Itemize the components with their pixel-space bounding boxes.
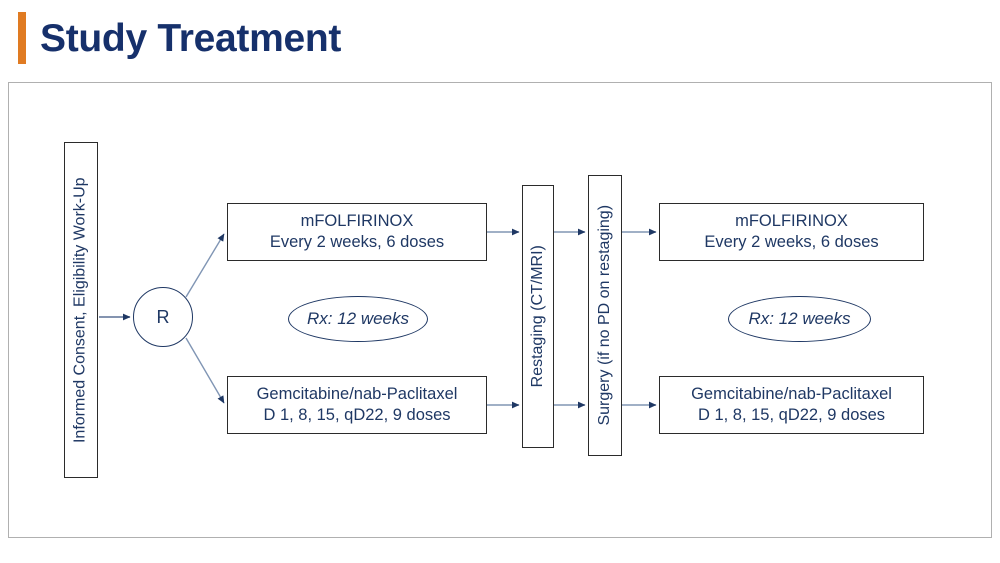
- page-title: Study Treatment: [40, 16, 342, 60]
- annotation-rx-duration-pre: Rx: 12 weeks: [288, 296, 428, 342]
- node-randomization-label: R: [156, 306, 170, 327]
- slide-title: Study Treatment: [18, 10, 341, 66]
- node-arm-b-pre: Gemcitabine/nab-Paclitaxel D 1, 8, 15, q…: [227, 376, 487, 434]
- node-restaging: Restaging (CT/MRI): [522, 185, 554, 448]
- node-arm-b-pre-line1: Gemcitabine/nab-Paclitaxel: [256, 384, 458, 403]
- node-arm-a-pre: mFOLFIRINOX Every 2 weeks, 6 doses: [227, 203, 487, 261]
- title-accent-bar: [18, 12, 26, 64]
- node-arm-a-post: mFOLFIRINOX Every 2 weeks, 6 doses: [659, 203, 924, 261]
- node-arm-a-post-line1: mFOLFIRINOX: [735, 211, 848, 230]
- node-arm-a-pre-line1: mFOLFIRINOX: [300, 211, 414, 230]
- node-restaging-label: Restaging (CT/MRI): [528, 245, 546, 388]
- node-arm-b-post-line1: Gemcitabine/nab-Paclitaxel: [691, 384, 892, 403]
- annotation-rx-duration-post: Rx: 12 weeks: [728, 296, 871, 342]
- node-surgery: Surgery (if no PD on restaging): [588, 175, 622, 456]
- node-informed-consent-label: Informed Consent, Eligibility Work-Up: [71, 177, 89, 443]
- node-informed-consent: Informed Consent, Eligibility Work-Up: [64, 142, 98, 478]
- annotation-rx-duration-pre-label: Rx: 12 weeks: [306, 309, 410, 328]
- node-randomization: R: [133, 287, 193, 347]
- node-arm-a-pre-line2: Every 2 weeks, 6 doses: [269, 233, 445, 251]
- node-arm-b-pre-line2: D 1, 8, 15, qD22, 9 doses: [263, 406, 451, 424]
- annotation-rx-duration-post-label: Rx: 12 weeks: [748, 309, 851, 328]
- node-arm-a-post-line2: Every 2 weeks, 6 doses: [704, 233, 879, 251]
- node-arm-b-post: Gemcitabine/nab-Paclitaxel D 1, 8, 15, q…: [659, 376, 924, 434]
- node-arm-b-post-line2: D 1, 8, 15, qD22, 9 doses: [697, 406, 886, 424]
- node-surgery-label: Surgery (if no PD on restaging): [595, 205, 613, 426]
